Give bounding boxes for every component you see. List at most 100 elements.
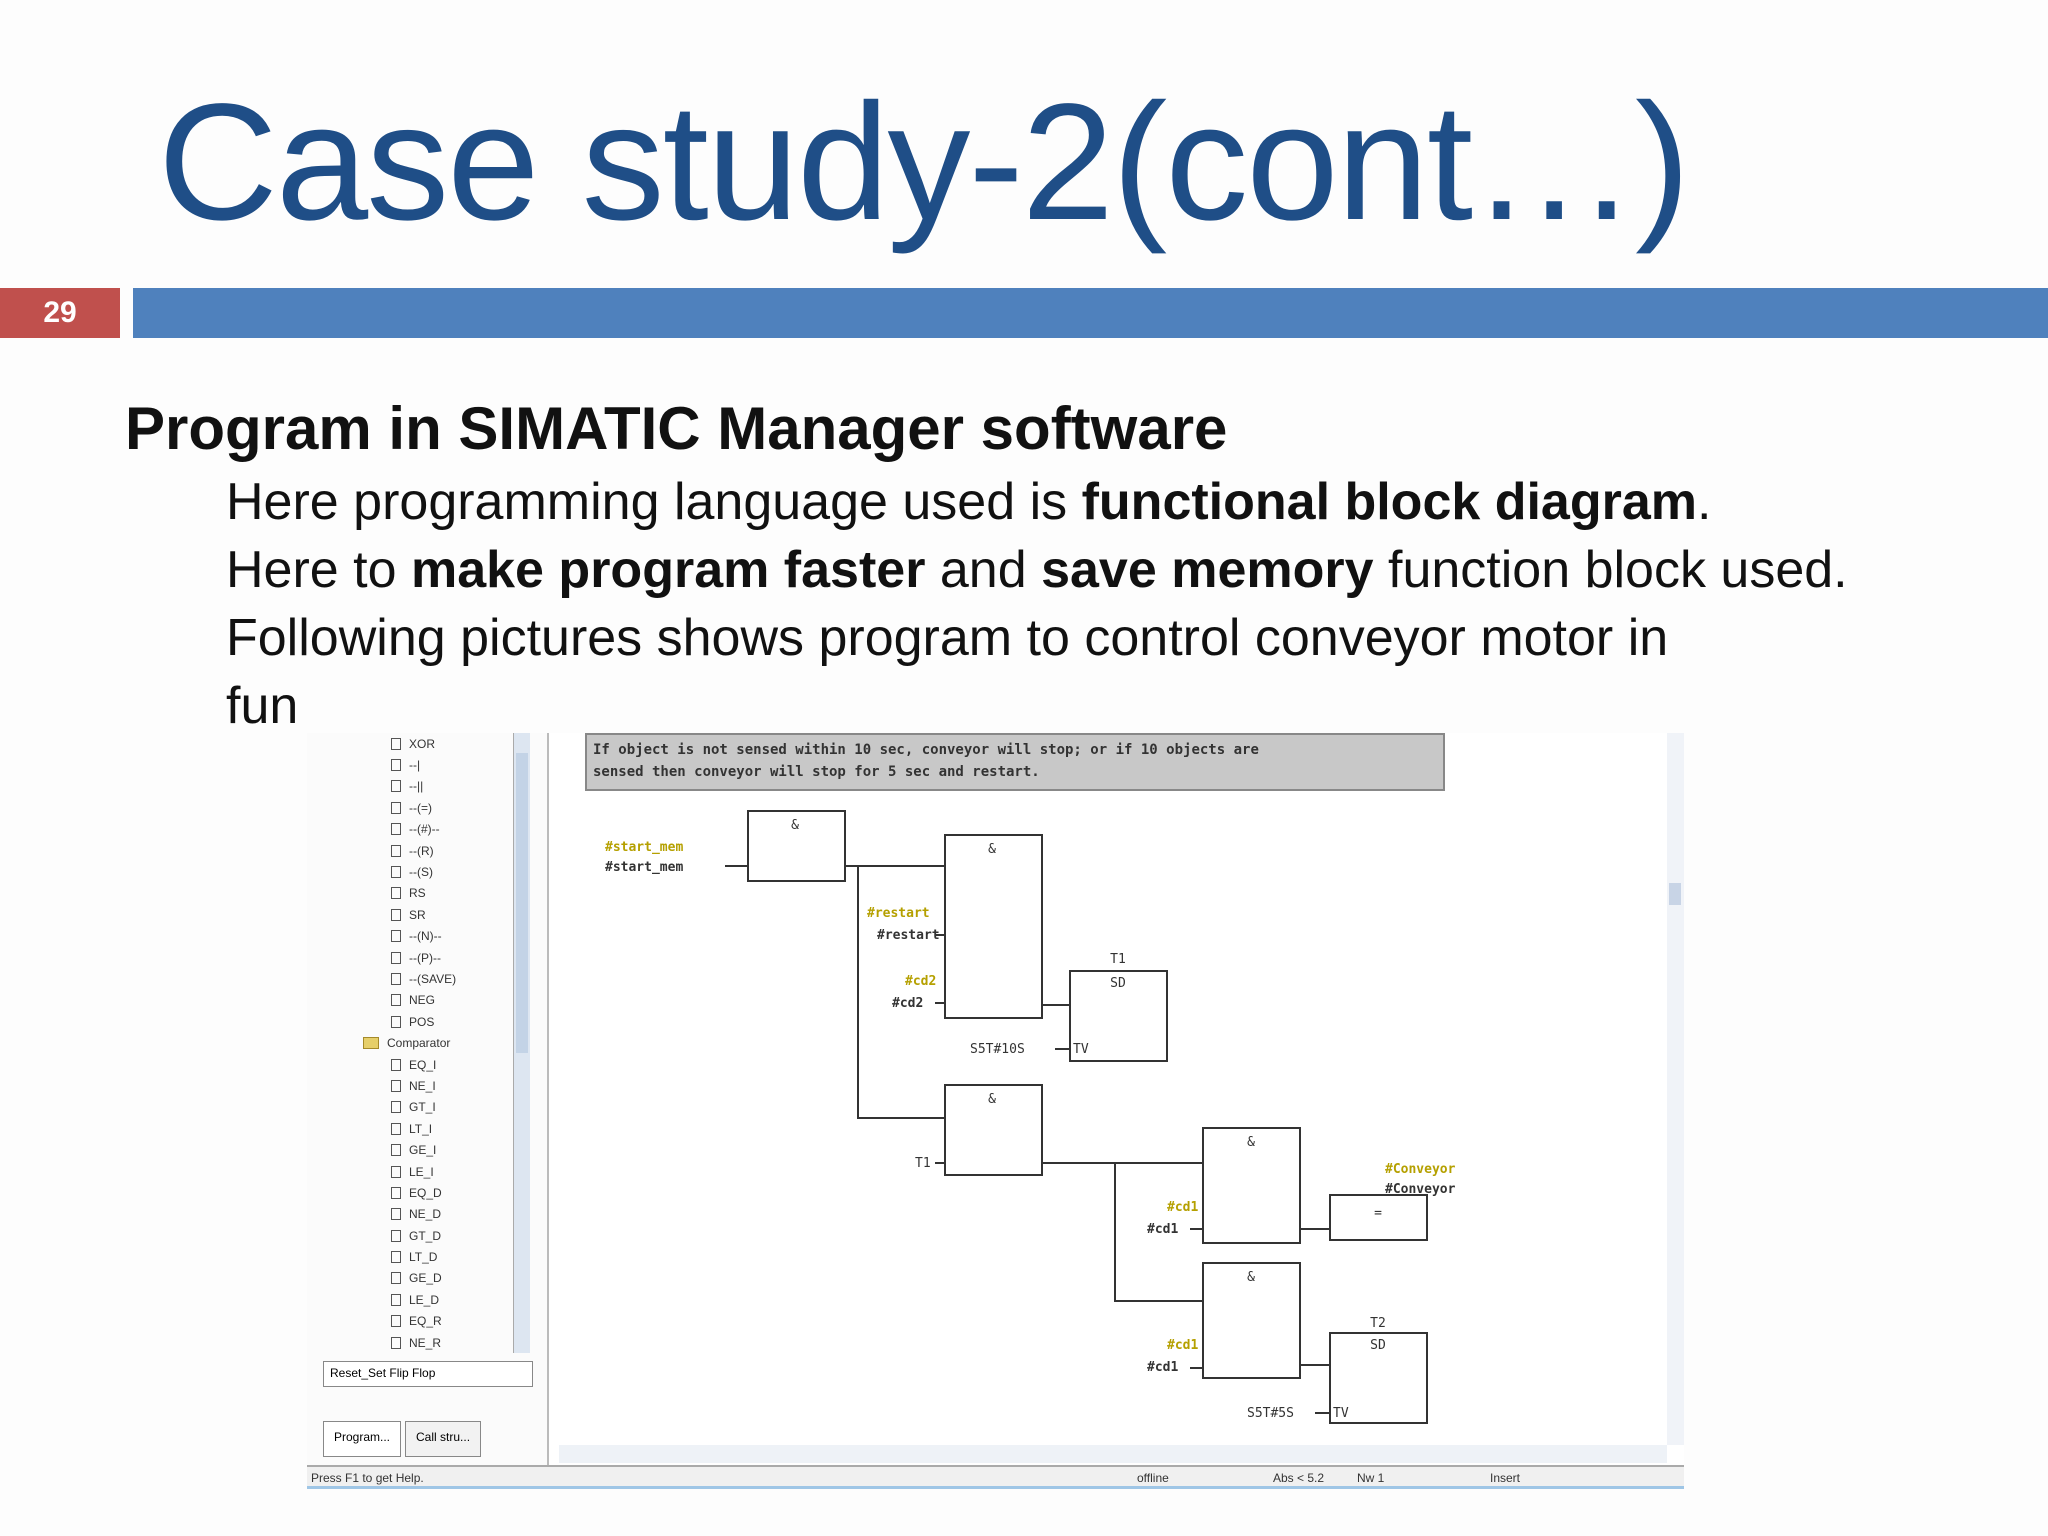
network-comment[interactable]: If object is not sensed within 10 sec, c… [585, 733, 1445, 791]
wire [857, 866, 945, 1119]
tree-item-label: --(SAVE) [409, 971, 457, 986]
and-block-5[interactable] [1202, 1262, 1301, 1379]
tree-item[interactable]: --(R) [323, 840, 533, 861]
horizontal-scrollbar[interactable] [559, 1445, 1667, 1463]
instruction-icon [391, 737, 401, 750]
timer-t1-label: T1 [1110, 952, 1126, 967]
instruction-icon [391, 823, 401, 836]
tree-item-label: EQ_R [409, 1314, 442, 1329]
program-elements-panel: XOR --| --||--(=)--(#)-- --(R) --(S) RS SR --(N… [307, 733, 549, 1465]
tree-item-label: NE_R [409, 1335, 442, 1350]
cd2-address: #cd2 [892, 996, 923, 1011]
tree-item-label: EQ_D [409, 1185, 442, 1200]
sd-label: SD [1370, 1338, 1386, 1353]
tree-item[interactable]: LE_I [323, 1161, 533, 1182]
instruction-icon [391, 801, 401, 814]
paragraph-1: Here programming language used is functi… [226, 473, 1712, 531]
tree-item[interactable]: LT_I [323, 1118, 533, 1139]
tree-scrollbar[interactable] [513, 733, 530, 1353]
tree-item[interactable]: GE_D [323, 1268, 533, 1289]
tree-item[interactable]: --| [323, 754, 533, 775]
tree-item-label: NEG [409, 993, 436, 1008]
tree-item[interactable]: GE_I [323, 1139, 533, 1160]
tree-item[interactable]: LE_D [323, 1289, 533, 1310]
instruction-icon [391, 1165, 401, 1178]
fbd-editor[interactable]: If object is not sensed within 10 sec, c… [555, 733, 1665, 1445]
tree-folder[interactable]: Comparator [323, 1032, 533, 1053]
and-block-1[interactable] [747, 810, 846, 882]
tree-item[interactable]: EQ_R [323, 1311, 533, 1332]
status-bar: Press F1 to get Help. offline Abs < 5.2 … [307, 1465, 1684, 1489]
tree-item-label: --(P)-- [409, 950, 441, 965]
cd1b-symbol: #cd1 [1167, 1338, 1198, 1353]
s5t10-value: S5T#10S [970, 1042, 1025, 1057]
instruction-icon [391, 866, 401, 879]
tree-item[interactable]: EQ_I [323, 1054, 533, 1075]
tree-item[interactable]: NE_I [323, 1075, 533, 1096]
tree-item[interactable]: --(SAVE) [323, 968, 533, 989]
instruction-icon [391, 1315, 401, 1328]
and-block-4[interactable] [1202, 1127, 1301, 1244]
status-help: Press F1 to get Help. [311, 1471, 424, 1485]
instruction-icon [391, 844, 401, 857]
tree-item[interactable]: --(#)-- [323, 819, 533, 840]
instruction-icon [391, 1101, 401, 1114]
tree-item[interactable]: --|| [323, 776, 533, 797]
timer-t2-label: T2 [1370, 1316, 1386, 1331]
and-label: & [1247, 1270, 1255, 1285]
tree-item[interactable]: --(N)-- [323, 926, 533, 947]
tree-item[interactable]: XOR [323, 733, 533, 754]
tree-item-label: --(N)-- [409, 929, 442, 944]
tree-item[interactable]: GT_I [323, 1097, 533, 1118]
instruction-icon [391, 1272, 401, 1285]
tree-item-label: --(S) [409, 865, 433, 880]
slide-title: Case study-2(cont…) [158, 70, 1690, 255]
paragraph-4: fun [226, 677, 299, 735]
tree-item-label: --(R) [409, 843, 434, 858]
and-label: & [988, 842, 996, 857]
instruction-icon [391, 1079, 401, 1092]
tree-item-label: GE_D [409, 1271, 442, 1286]
tree-item[interactable]: NEG [323, 990, 533, 1011]
tree-item[interactable]: LT_D [323, 1246, 533, 1267]
element-tree[interactable]: XOR --| --||--(=)--(#)-- --(R) --(S) RS SR --(N… [323, 733, 533, 1353]
tree-item[interactable]: SR [323, 904, 533, 925]
timer-t1-block[interactable] [1069, 970, 1168, 1062]
cd2-symbol: #cd2 [905, 974, 936, 989]
tree-item[interactable]: NE_D [323, 1204, 533, 1225]
element-description: Reset_Set Flip Flop [323, 1361, 533, 1387]
tree-item-label: POS [409, 1014, 435, 1029]
folder-icon [363, 1037, 379, 1050]
timer-t2-block[interactable] [1329, 1332, 1428, 1424]
tab-program-elements[interactable]: Program... [323, 1421, 402, 1457]
assign-label: = [1374, 1206, 1382, 1221]
tree-item[interactable]: POS [323, 1011, 533, 1032]
tree-item-label: EQ_I [409, 1057, 437, 1072]
cd1-symbol: #cd1 [1167, 1200, 1198, 1215]
restart-symbol: #restart [867, 906, 930, 921]
instruction-icon [391, 780, 401, 793]
tree-item[interactable]: EQ_D [323, 1182, 533, 1203]
tab-call-structure[interactable]: Call stru... [405, 1421, 482, 1457]
tree-item[interactable]: RS [323, 883, 533, 904]
tree-item[interactable]: --(S) [323, 861, 533, 882]
and-label: & [791, 818, 799, 833]
tv-label: TV [1333, 1406, 1349, 1421]
status-mode: offline [1137, 1471, 1169, 1485]
and-block-2[interactable] [944, 834, 1043, 1019]
conveyor-coil[interactable] [1329, 1194, 1428, 1241]
tree-item-label: SR [409, 907, 426, 922]
tree-item-label: GE_I [409, 1143, 437, 1158]
instruction-icon [391, 994, 401, 1007]
vertical-scrollbar[interactable] [1667, 733, 1684, 1445]
tree-item[interactable]: NE_R [323, 1332, 533, 1353]
tree-item-label: --| [409, 758, 421, 773]
tree-item[interactable]: --(=) [323, 797, 533, 818]
tree-item[interactable]: GT_D [323, 1225, 533, 1246]
tree-item-label: LE_I [409, 1164, 434, 1179]
sd-label: SD [1110, 976, 1126, 991]
instruction-icon [391, 1122, 401, 1135]
tree-item[interactable]: --(P)-- [323, 947, 533, 968]
instruction-icon [391, 1186, 401, 1199]
and-block-3[interactable] [944, 1084, 1043, 1176]
